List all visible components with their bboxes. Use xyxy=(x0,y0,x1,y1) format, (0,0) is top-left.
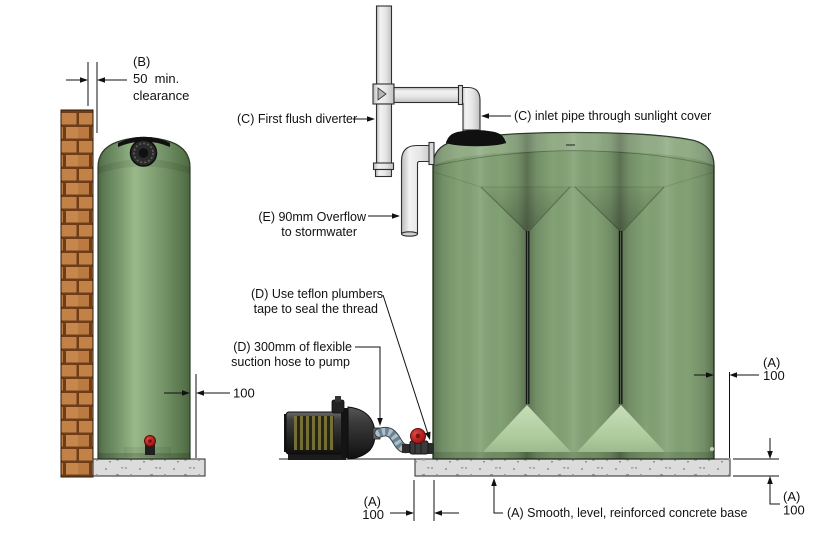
left-tank-lid xyxy=(118,136,170,147)
dim-clearance xyxy=(66,62,127,133)
teflon-label-1: (D) Use teflon plumbers xyxy=(251,287,383,301)
right-concrete-base xyxy=(414,458,731,477)
dim-right-tank xyxy=(694,372,759,458)
suction-label-1: (D) 300mm of flexible xyxy=(233,340,352,354)
overflow-label-1: (E) 90mm Overflow xyxy=(258,210,367,224)
left-concrete-base xyxy=(92,458,206,477)
tank-outlet-plug xyxy=(710,447,714,451)
dim-right-ref: (A) xyxy=(763,355,780,370)
right-slimline-tank xyxy=(432,131,715,460)
dim-left-tank xyxy=(164,374,230,458)
leader-overflow xyxy=(368,213,400,219)
clearance-label-ref: (B) xyxy=(133,54,150,69)
overflow-pipe xyxy=(400,141,435,237)
sunlight-cover-base xyxy=(446,137,506,147)
pump xyxy=(284,396,381,460)
tank-moulded-grooves xyxy=(433,171,715,452)
left-tank-tap xyxy=(144,435,156,455)
concrete-base-label: (A) Smooth, level, reinforced concrete b… xyxy=(507,506,747,520)
first-flush-cap xyxy=(372,162,395,171)
clearance-label-value: 50 min. xyxy=(133,71,179,86)
left-round-tank xyxy=(97,136,191,460)
tank-outlet-valve xyxy=(402,428,434,455)
dim-right-value: 100 xyxy=(763,368,785,383)
overflow-label-2: to stormwater xyxy=(281,225,357,239)
dim-thickness-ref: (A) xyxy=(783,489,800,504)
leader-first-flush xyxy=(353,116,375,122)
clearance-label-word: clearance xyxy=(133,88,189,103)
first-flush-pipe xyxy=(372,5,395,178)
suction-label-2: suction hose to pump xyxy=(231,355,350,369)
leader-teflon xyxy=(382,294,431,440)
first-flush-label: (C) First flush diverter xyxy=(237,112,357,126)
dim-base-left xyxy=(390,480,459,521)
pump-fins xyxy=(294,416,334,450)
leader-concrete-base xyxy=(491,478,503,514)
dim-base-left-ref: (A) xyxy=(364,494,381,509)
dim-base-left-value: 100 xyxy=(362,507,384,522)
dim-base-thickness xyxy=(733,438,780,505)
inlet-pipe xyxy=(393,84,481,141)
leader-suction xyxy=(355,346,383,426)
tank-top-vent xyxy=(566,144,575,146)
inlet-pipe-label: (C) inlet pipe through sunlight cover xyxy=(514,109,711,123)
dim-thickness-value: 100 xyxy=(783,503,805,518)
brick-wall xyxy=(60,109,94,478)
leader-inlet-pipe xyxy=(481,113,511,119)
teflon-label-2: tape to seal the thread xyxy=(254,302,378,316)
dim-left-tank-value: 100 xyxy=(233,386,255,401)
